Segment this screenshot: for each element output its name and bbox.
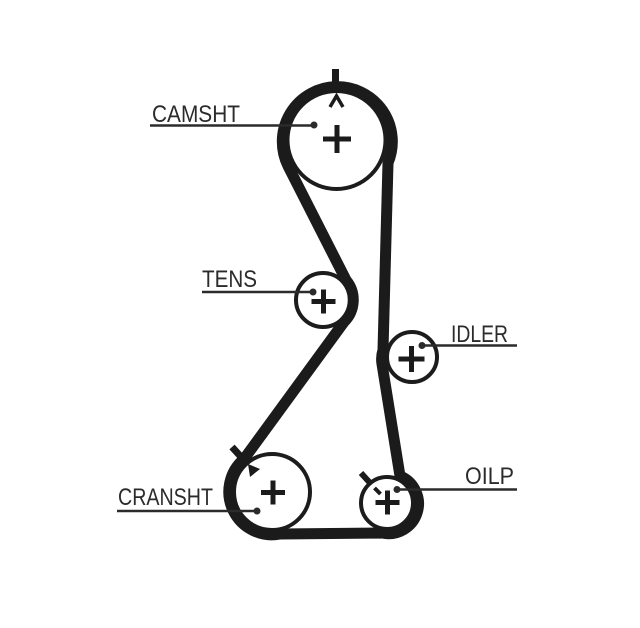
oil-pump-plus-icon [375,490,400,515]
labels: CAMSHT TENS IDLER CRANSHT OILP [117,101,517,515]
belt-path [223,81,425,541]
timing-marks [229,69,382,496]
camshaft-timing-tick [332,69,339,82]
oilp-leader-dot [393,486,401,493]
tens-label: TENS [202,266,257,293]
idler-plus-icon [398,346,425,372]
crankshaft-arrow-mark [248,464,260,477]
cransht-leader-dot [253,507,261,515]
idler-leader-dot [418,342,426,349]
crankshaft-timing-tick [229,444,246,462]
camshaft-caret-mark [328,92,345,108]
oil-pump-timing-tick [358,470,374,487]
oilp-label: OILP [465,463,514,490]
tensioner-plus-icon [311,289,336,314]
pulleys [232,89,439,532]
camshaft-plus-icon [323,125,351,153]
oil-pump-timing-tick-small [373,486,382,496]
idler-label: IDLER [451,321,508,348]
crankshaft-plus-icon [261,480,285,505]
cransht-label: CRANSHT [118,484,213,511]
pulley-center-marks [261,125,425,515]
camsht-label: CAMSHT [152,101,240,128]
tens-leader-dot [309,288,317,296]
camsht-leader-dot [310,121,318,129]
